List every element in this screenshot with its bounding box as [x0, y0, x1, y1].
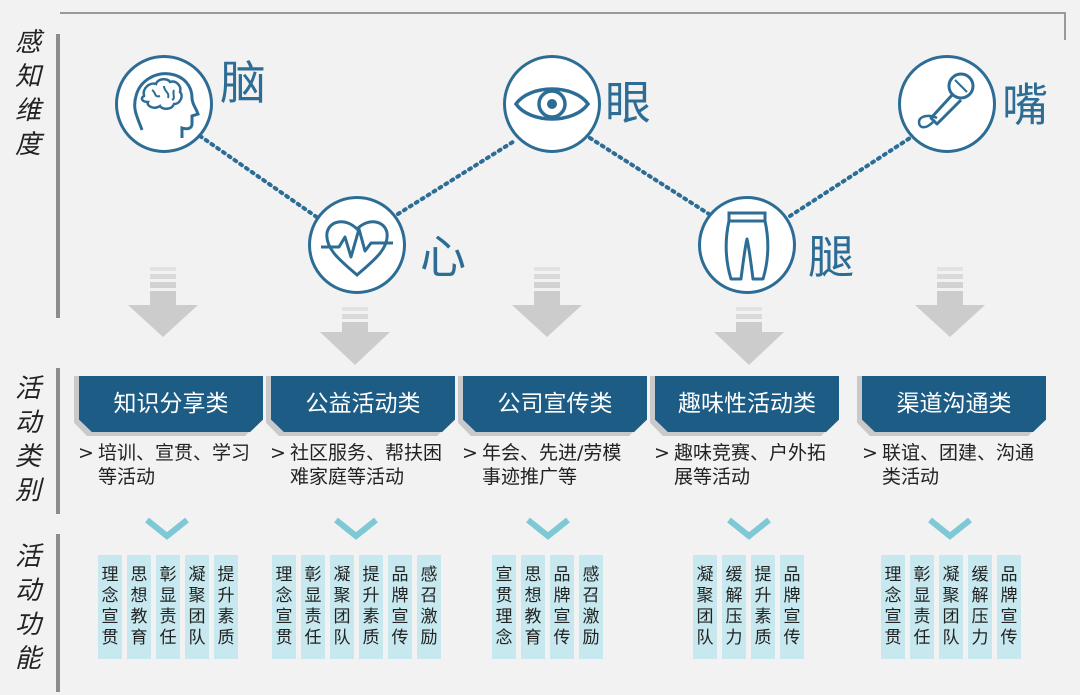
function-item: 彰显责任 — [156, 555, 180, 659]
chevron-down-icon — [334, 517, 378, 540]
organ-brain — [115, 55, 213, 153]
section-divider-activity-function — [56, 534, 60, 692]
function-item: 凝聚团队 — [330, 555, 354, 659]
connector-line — [396, 138, 518, 216]
category-desc: > 社区服务、帮扶困难家庭等活动 — [270, 441, 445, 489]
category-fun-activities: 趣味性活动类 — [655, 376, 839, 432]
function-item: 凝聚团队 — [939, 555, 963, 659]
organ-label-heart: 心 — [420, 230, 466, 284]
category-desc-text: 趣味竞赛、户外拓展等活动 — [674, 442, 827, 488]
category-desc: > 年会、先进/劳模事迹推广等 — [462, 441, 637, 489]
function-item: 凝聚团队 — [185, 555, 209, 659]
function-item: 彰显责任 — [910, 555, 934, 659]
down-arrow — [915, 267, 985, 337]
category-knowledge-sharing: 知识分享类 — [79, 376, 263, 432]
brain-head-icon — [133, 72, 200, 138]
function-item: 品牌宣传 — [780, 555, 804, 659]
category-desc-text: 培训、宣贯、学习等活动 — [98, 442, 251, 488]
category-desc-text: 社区服务、帮扶困难家庭等活动 — [290, 442, 443, 488]
function-item: 品牌宣传 — [997, 555, 1021, 659]
function-item: 凝聚团队 — [693, 555, 717, 659]
organ-label-mouth: 嘴 — [1002, 78, 1048, 132]
section-label-activity-function: 活 动 功 能 — [14, 542, 41, 674]
category-public-welfare: 公益活动类 — [271, 376, 455, 432]
connector-line — [788, 136, 912, 218]
function-item: 思想教育 — [127, 555, 151, 659]
function-item: 品牌宣传 — [550, 555, 574, 659]
organ-label-brain: 脑 — [220, 56, 266, 110]
organ-legs — [698, 196, 796, 294]
function-item: 理念宣贯 — [272, 555, 296, 659]
category-desc-text: 联谊、团建、沟通类活动 — [882, 442, 1035, 488]
organ-label-eye: 眼 — [605, 76, 651, 130]
chevron-down-icon — [928, 517, 972, 540]
organ-heart — [308, 196, 406, 294]
category-desc-text: 年会、先进/劳模事迹推广等 — [482, 442, 622, 488]
frame-top-border — [60, 12, 1066, 14]
category-desc: > 趣味竞赛、户外拓展等活动 — [654, 441, 829, 489]
function-item: 缓解压力 — [722, 555, 746, 659]
down-arrow — [512, 267, 582, 337]
bullet-marker: > — [462, 442, 478, 464]
down-arrow — [320, 307, 390, 365]
bullet-marker: > — [78, 442, 94, 464]
function-item: 理念宣贯 — [98, 555, 122, 659]
organ-label-legs: 腿 — [808, 230, 854, 284]
down-arrow — [128, 267, 198, 337]
chevron-down-icon — [526, 517, 570, 540]
category-company-promotion: 公司宣传类 — [463, 376, 647, 432]
pants-legs-icon — [724, 211, 770, 281]
organ-eye — [503, 55, 601, 153]
microphone-icon — [917, 72, 975, 129]
function-item: 感召激励 — [579, 555, 603, 659]
connector-line — [198, 134, 320, 220]
category-desc: > 培训、宣贯、学习等活动 — [78, 441, 253, 489]
category-channel-communication: 渠道沟通类 — [862, 376, 1046, 432]
bullet-marker: > — [654, 442, 670, 464]
chevron-down-icon — [727, 517, 771, 540]
function-item: 品牌宣传 — [388, 555, 412, 659]
bullet-marker: > — [862, 442, 878, 464]
chevron-down-icon — [145, 517, 189, 540]
section-label-activity-type: 活 动 类 别 — [14, 374, 41, 506]
organ-mouth — [898, 55, 996, 153]
function-item: 提升素质 — [751, 555, 775, 659]
category-desc: > 联谊、团建、沟通类活动 — [862, 441, 1037, 489]
function-item: 感召激励 — [417, 555, 441, 659]
function-item: 宣贯理念 — [492, 555, 516, 659]
connector-line — [588, 136, 714, 218]
down-arrow — [714, 307, 784, 365]
section-divider-perception — [56, 34, 60, 318]
bullet-marker: > — [270, 442, 286, 464]
function-item: 提升素质 — [359, 555, 383, 659]
function-item: 思想教育 — [521, 555, 545, 659]
section-label-perception: 感 知 维 度 — [14, 28, 41, 160]
function-item: 缓解压力 — [968, 555, 992, 659]
section-divider-activity-type — [56, 368, 60, 514]
frame-right-border — [1064, 12, 1066, 40]
eye-icon — [513, 87, 591, 121]
function-item: 理念宣贯 — [881, 555, 905, 659]
function-item: 提升素质 — [214, 555, 238, 659]
heart-pulse-icon — [321, 220, 393, 277]
function-item: 彰显责任 — [301, 555, 325, 659]
